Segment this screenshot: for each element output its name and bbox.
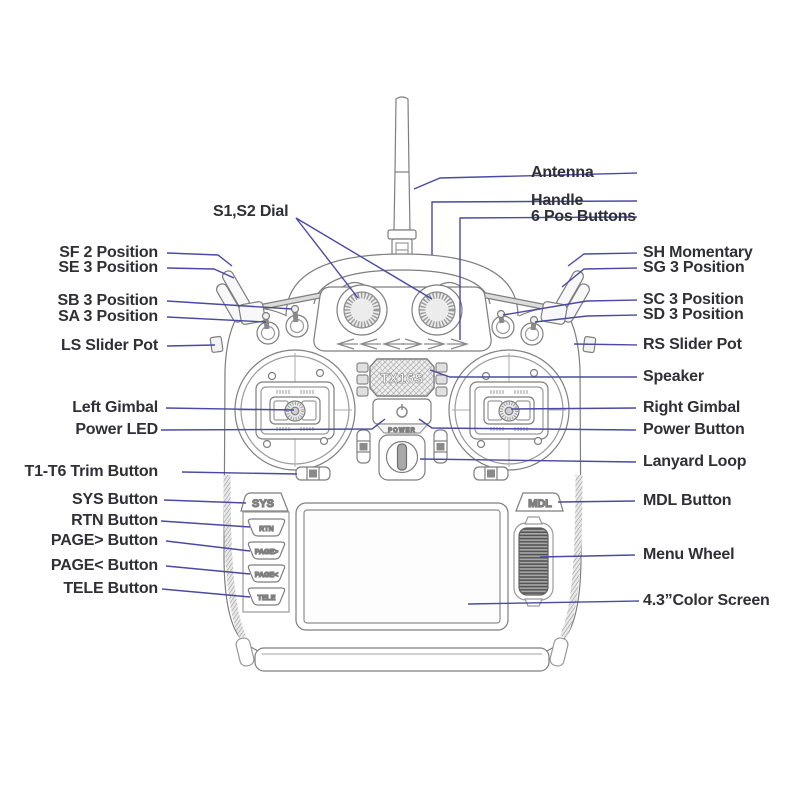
label-left-gimbal: Left Gimbal (72, 399, 158, 416)
sb-switch (285, 304, 309, 338)
label-lanyard: Lanyard Loop (643, 453, 747, 470)
power-button-drawing: POWER (372, 398, 432, 435)
sys-button-drawing: SYS (240, 492, 289, 512)
leader-mdl (557, 500, 636, 503)
leader-sys (163, 499, 247, 504)
tele-button-drawing: TELE (247, 587, 286, 606)
leader-right-gimbal (510, 407, 637, 410)
leader-menu-wheel (539, 554, 636, 558)
leader-power-led (160, 418, 386, 431)
leader-sa (166, 316, 267, 323)
leader-s1 (295, 217, 359, 299)
leader-sb (166, 300, 293, 310)
label-six-pos: 6 Pos Buttons (531, 208, 636, 225)
label-sg: SG 3 Position (643, 259, 745, 276)
label-sa: SA 3 Position (58, 308, 158, 325)
label-screen: 4.3”Color Screen (643, 592, 770, 609)
label-speaker: Speaker (643, 368, 704, 385)
label-sh: SH Momentary (643, 244, 753, 261)
speaker-drawing: TX16S (356, 358, 448, 397)
page-next-button-drawing: PAGE> (247, 541, 286, 560)
tele-text: TELE (258, 595, 276, 602)
sd-switch (520, 315, 544, 346)
leader-sd (534, 314, 638, 323)
label-page-prev: PAGE< Button (50, 557, 158, 574)
leader-left-gimbal (165, 407, 295, 411)
label-sb: SB 3 Position (57, 292, 158, 309)
leader-trim (181, 471, 298, 475)
leader-lines (160, 172, 640, 605)
leader-s2 (295, 217, 433, 300)
label-mdl: MDL Button (643, 492, 732, 509)
s1-dial (336, 284, 388, 336)
leader-handle (431, 200, 638, 255)
leader-lanyard (419, 458, 637, 463)
page-prev-text: PAGE< (255, 572, 278, 579)
top-panel (313, 284, 492, 352)
label-power-led: Power LED (75, 421, 158, 438)
base-bar-drawing (235, 637, 569, 672)
sys-text: SYS (252, 498, 274, 510)
mdl-button-drawing: MDL (515, 492, 564, 512)
label-trim: T1-T6 Trim Button (24, 463, 159, 480)
color-screen-drawing (295, 502, 509, 631)
leader-se (166, 267, 235, 279)
sa-switch (256, 311, 280, 345)
t5-trim-button (473, 466, 509, 481)
label-right-gimbal: Right Gimbal (643, 399, 741, 416)
leader-tele (161, 588, 251, 598)
lanyard-loop-drawing (378, 434, 426, 481)
label-s1s2-dial: S1,S2 Dial (213, 203, 289, 220)
label-handle: Handle (531, 192, 584, 209)
label-rs: RS Slider Pot (643, 336, 742, 353)
label-tele: TELE Button (63, 580, 158, 597)
page-prev-button-drawing: PAGE< (247, 564, 286, 583)
menu-wheel-drawing (513, 516, 554, 607)
six-pos-buttons (335, 338, 470, 350)
power-text: POWER (388, 428, 416, 434)
toggle-switches (256, 304, 544, 346)
mdl-text: MDL (528, 498, 552, 510)
vertical-trim-buttons (356, 429, 448, 464)
leader-six-pos (459, 216, 638, 340)
label-ls: LS Slider Pot (61, 337, 158, 354)
leader-screen (467, 600, 640, 605)
label-sc: SC 3 Position (643, 291, 744, 308)
sc-switch (491, 309, 515, 339)
label-page-next: PAGE> Button (50, 532, 158, 549)
label-se: SE 3 Position (58, 259, 158, 276)
leader-sg (561, 267, 638, 288)
left-gimbal-drawing (234, 349, 356, 481)
label-power-button: Power Button (643, 421, 745, 438)
logo-text: TX16S (380, 371, 424, 386)
page-next-text: PAGE> (255, 549, 278, 556)
leader-page-next (165, 540, 251, 552)
leader-rs (573, 343, 638, 346)
leader-rtn (160, 520, 251, 528)
leader-sc (502, 299, 638, 316)
label-rtn: RTN Button (71, 512, 158, 529)
label-sd: SD 3 Position (643, 306, 744, 323)
t1-trim-button (295, 466, 331, 481)
leader-ls (166, 344, 216, 347)
left-button-column: RTN PAGE> PAGE< TELE (242, 511, 290, 613)
rtn-button-drawing: RTN (247, 518, 286, 537)
rtn-text: RTN (259, 526, 273, 533)
leader-sh (567, 252, 638, 267)
device-drawing: TX16S (209, 96, 597, 672)
leader-speaker (429, 369, 637, 378)
antenna-drawing (385, 96, 419, 270)
leader-power-button (418, 418, 637, 431)
leader-sf (166, 252, 233, 267)
label-sf: SF 2 Position (59, 244, 158, 261)
label-sys: SYS Button (72, 491, 158, 508)
label-menu-wheel: Menu Wheel (643, 546, 735, 563)
leader-antenna (413, 172, 638, 190)
right-gimbal-drawing (448, 349, 570, 481)
leader-page-prev (165, 565, 251, 575)
s2-dial (411, 284, 463, 336)
label-antenna: Antenna (531, 164, 594, 181)
